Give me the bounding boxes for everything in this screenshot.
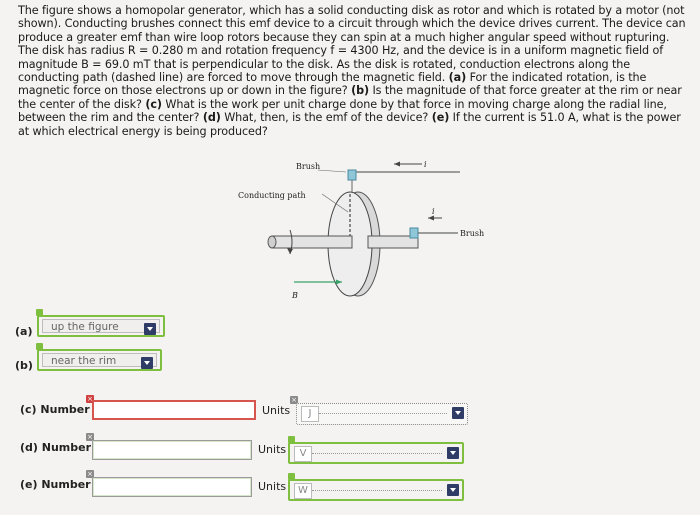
part-e-tag: (e): [431, 111, 450, 125]
label-field: B: [291, 291, 298, 300]
label-conducting-path: Conducting path: [238, 191, 306, 200]
label-current-top: i: [424, 160, 427, 169]
part-b-selected: near the rim: [51, 355, 117, 367]
generator-diagram: Brush Conducting path Brush i i B: [238, 160, 484, 300]
current-arrow-top-head: [394, 161, 400, 167]
part-b-label: (b): [15, 359, 33, 372]
part-c-question: What is the work per unit charge done by…: [18, 97, 667, 125]
part-a-tag: (a): [448, 71, 467, 85]
part-c-number-input[interactable]: [92, 400, 256, 420]
part-d-unit-value: V: [294, 446, 312, 462]
chevron-down-icon: [447, 447, 459, 459]
chevron-down-icon: [452, 407, 464, 419]
part-e-question: If the current is 51.0 A, what is the po…: [18, 111, 681, 138]
part-e-units-label: Units: [258, 480, 287, 493]
x-icon-e: ×: [86, 470, 94, 478]
part-d-number-input[interactable]: [92, 440, 252, 460]
part-d-label: (d) Number: [20, 441, 92, 454]
part-d-units-select[interactable]: V: [288, 442, 464, 464]
shaft-right: [367, 235, 419, 249]
part-a-selected: up the figure: [51, 321, 119, 333]
part-a-select[interactable]: up the figure: [37, 315, 165, 337]
part-d-tag: (d): [202, 111, 221, 125]
correct-check-icon-b: [36, 343, 43, 350]
part-a-question: For the indicated rotation, is the magne…: [18, 71, 647, 98]
part-d-question: What, then, is the emf of the device?: [220, 111, 432, 125]
part-c-tag: (c): [145, 97, 162, 111]
part-b-tag: (b): [351, 84, 369, 98]
part-b-question: Is the magnitude of that force greater a…: [18, 84, 682, 111]
part-c-label: (c) Number: [20, 403, 90, 416]
current-arrow-right-head: [428, 215, 434, 221]
incorrect-x-icon-c: ×: [86, 395, 94, 403]
chevron-down-icon: [144, 323, 156, 335]
path-leader: [321, 193, 349, 213]
part-c-unit-value: J: [301, 406, 319, 422]
part-e-label: (e) Number: [20, 478, 91, 491]
label-brush-top: Brush: [296, 162, 320, 171]
chevron-down-icon: [447, 484, 459, 496]
problem-statement: The figure shows a homopolar generator, …: [18, 4, 690, 138]
x-icon-d: ×: [86, 433, 94, 441]
problem-intro: The figure shows a homopolar generator, …: [18, 4, 686, 85]
x-icon-c-units: ×: [290, 396, 298, 404]
part-e-units-select[interactable]: W: [288, 479, 464, 501]
brush-leader: [317, 169, 347, 173]
part-c-units-label: Units: [262, 404, 291, 417]
correct-check-icon-e-units: [288, 473, 295, 480]
correct-check-icon-a: [36, 309, 43, 316]
shaft-left: [271, 235, 353, 249]
label-current-right: i: [432, 207, 435, 216]
top-brush: [347, 169, 357, 181]
right-brush: [409, 227, 419, 239]
label-brush-right: Brush: [460, 229, 484, 238]
correct-check-icon-d-units: [288, 436, 295, 443]
part-d-units-label: Units: [258, 443, 287, 456]
shaft-end: [267, 235, 277, 249]
part-e-unit-value: W: [294, 483, 312, 499]
part-b-select[interactable]: near the rim: [37, 349, 162, 371]
part-a-label: (a): [15, 325, 33, 338]
part-e-number-input[interactable]: [92, 477, 252, 497]
homopolar-generator-figure: Brush Conducting path Brush i i B: [232, 156, 502, 306]
rotation-arrow-head: [287, 248, 293, 254]
field-arrow-head: [336, 279, 342, 285]
chevron-down-icon: [141, 357, 153, 369]
part-c-units-select[interactable]: J: [296, 403, 468, 425]
